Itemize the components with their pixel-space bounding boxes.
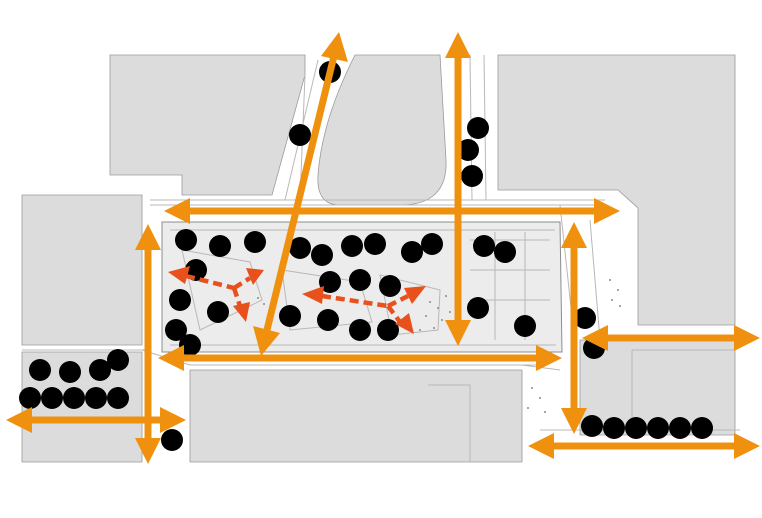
secondary-circulation-arrows (168, 266, 426, 334)
plaza-inner-edge (170, 229, 556, 346)
arrow-upper-street (164, 198, 620, 224)
base-map (19, 54, 740, 463)
arrow-east-street (582, 325, 760, 351)
building-block-south (189, 369, 523, 463)
arrow-vertical-center (445, 32, 471, 346)
courtyard-outline (428, 384, 471, 462)
arrow-lower-street (158, 345, 562, 371)
paving-grid (470, 232, 550, 340)
building-inner-line (631, 349, 735, 430)
dashed-arrows-west-plaza (168, 266, 264, 322)
primary-circulation-arrows (6, 32, 760, 464)
building-block-northeast (497, 54, 736, 326)
arrow-vertical-east (561, 222, 587, 434)
arrow-vertical-west (135, 224, 161, 464)
arrow-diagonal-crossing (253, 32, 348, 356)
arrow-southeast-street (528, 433, 760, 459)
building-block-west (21, 194, 143, 346)
green-island-north (317, 54, 447, 206)
dashed-arrows-central-plaza (302, 286, 426, 334)
building-block-northwest (109, 54, 306, 196)
arrow-west-street (6, 407, 186, 433)
paving-dots (257, 279, 621, 413)
